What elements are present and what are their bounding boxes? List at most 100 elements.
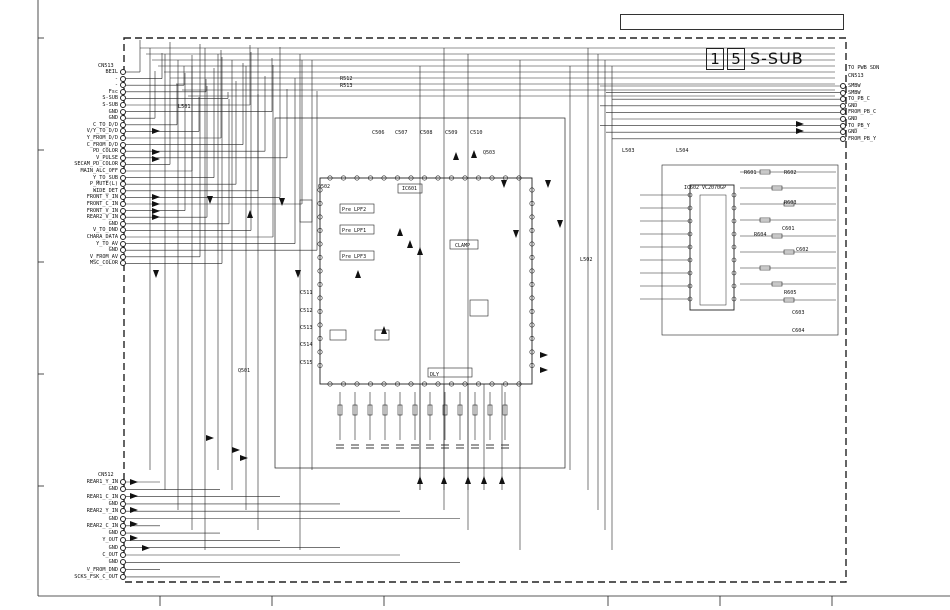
- connector-pin-label: V_FROM_AV: [89, 253, 118, 260]
- ic-pin: [354, 381, 360, 387]
- connector-pin-label: GND: [108, 115, 118, 122]
- ic-pin: [408, 175, 414, 181]
- connector-pin: [120, 500, 126, 507]
- connector-pin-label: GND: [108, 108, 118, 115]
- ic-pin: [462, 381, 468, 387]
- ic-pin: [435, 381, 441, 387]
- connector-pin: [120, 95, 126, 102]
- signal-arrow: [397, 228, 403, 236]
- ic-pin: [327, 175, 333, 181]
- signal-arrow: [453, 152, 459, 160]
- signal-arrow: [407, 240, 413, 248]
- connector-pin: [120, 135, 126, 141]
- component-label: R602: [784, 170, 797, 176]
- component-box: [783, 297, 795, 303]
- connector-pin-label: V_PULSE: [96, 154, 118, 161]
- ic-pin: [317, 362, 323, 368]
- connector-pin: [120, 522, 126, 529]
- connector-pin-label: FROM_PB_C: [848, 109, 877, 116]
- component-box: [759, 217, 771, 223]
- component-label: R605: [784, 290, 797, 296]
- connector-pin: [120, 537, 126, 544]
- connector-pin-label: GND: [108, 515, 118, 522]
- page-digit-2: 5: [727, 48, 745, 70]
- connector-pin: [840, 89, 846, 96]
- ic-pin: [529, 335, 535, 341]
- ic-pin: [516, 381, 522, 387]
- signal-arrow: [152, 128, 160, 134]
- connector-pin-label: Y_OUT: [102, 537, 118, 544]
- ic-pin: [317, 187, 323, 193]
- ic-pin: [731, 296, 737, 302]
- connector-pin-label: MSC_COLOR: [89, 260, 118, 267]
- ic-pin: [408, 381, 414, 387]
- connector-pin: [120, 573, 126, 580]
- ic-pin: [354, 175, 360, 181]
- ic-pin: [731, 231, 737, 237]
- ic-pin: [731, 283, 737, 289]
- signal-arrow: [152, 194, 160, 200]
- ic-pin: [367, 175, 373, 181]
- connector-pin: [120, 161, 126, 168]
- connector-pin: [120, 544, 126, 551]
- connector-pin: [120, 486, 126, 493]
- component-box: [771, 233, 783, 239]
- ic-pin: [317, 281, 323, 287]
- signal-arrow: [471, 150, 477, 158]
- ic-pin: [731, 218, 737, 224]
- component-label: C514: [300, 342, 313, 348]
- connector-pin-label: SMBW: [848, 83, 861, 89]
- title-box: [620, 14, 844, 30]
- connector-pin: [120, 82, 126, 89]
- ic-pin: [475, 175, 481, 181]
- component-box: [412, 404, 418, 416]
- connector-pin-label: Fsc: [108, 88, 118, 95]
- ic-pin: [317, 228, 323, 234]
- connector-pin: [120, 207, 126, 214]
- signal-arrow: [417, 476, 423, 484]
- component-label: C508: [420, 130, 433, 136]
- ic-pin: [529, 295, 535, 301]
- ic-pin: [381, 175, 387, 181]
- connector-pin: [120, 530, 126, 537]
- signal-arrow: [206, 435, 214, 441]
- signal-arrow: [207, 196, 213, 204]
- ic-pin: [731, 257, 737, 263]
- component-label: R603: [784, 200, 797, 206]
- component-box: [472, 404, 478, 416]
- connector-pin-label: REAR2_C_IN: [86, 522, 118, 529]
- connector-pin: [840, 116, 846, 122]
- connector-pin-label: GND: [108, 530, 118, 537]
- ic-pin: [489, 381, 495, 387]
- connector-pin: [120, 174, 126, 181]
- connector-pin: [840, 96, 846, 103]
- ic-pin: [367, 381, 373, 387]
- signal-arrow: [130, 479, 138, 485]
- ic-pin: [731, 205, 737, 211]
- component-box: [449, 239, 479, 250]
- connector-pin-label: FRONT_V_IN: [86, 207, 118, 214]
- signal-arrow: [152, 149, 160, 155]
- ic-pin: [529, 201, 535, 207]
- ic-pin: [381, 381, 387, 387]
- ic-pin: [502, 381, 508, 387]
- component-label: C512: [300, 308, 313, 314]
- ic-pin: [529, 308, 535, 314]
- component-label: L504: [676, 148, 689, 154]
- connector-pin: [840, 109, 846, 116]
- ic-pin: [317, 349, 323, 355]
- connector-pin: [120, 141, 126, 148]
- component-label: C507: [395, 130, 408, 136]
- connector-pin: [840, 102, 846, 109]
- component-label: C510: [470, 130, 483, 136]
- signal-arrow: [153, 270, 159, 278]
- connector-pin: [120, 201, 126, 207]
- signal-arrow: [441, 476, 447, 484]
- connector-pin-label: GND: [108, 220, 118, 227]
- component-label: R604: [754, 232, 767, 238]
- component-box: [352, 404, 358, 416]
- component-box: [427, 404, 433, 416]
- signal-arrow: [796, 121, 804, 127]
- ic-pin: [317, 214, 323, 220]
